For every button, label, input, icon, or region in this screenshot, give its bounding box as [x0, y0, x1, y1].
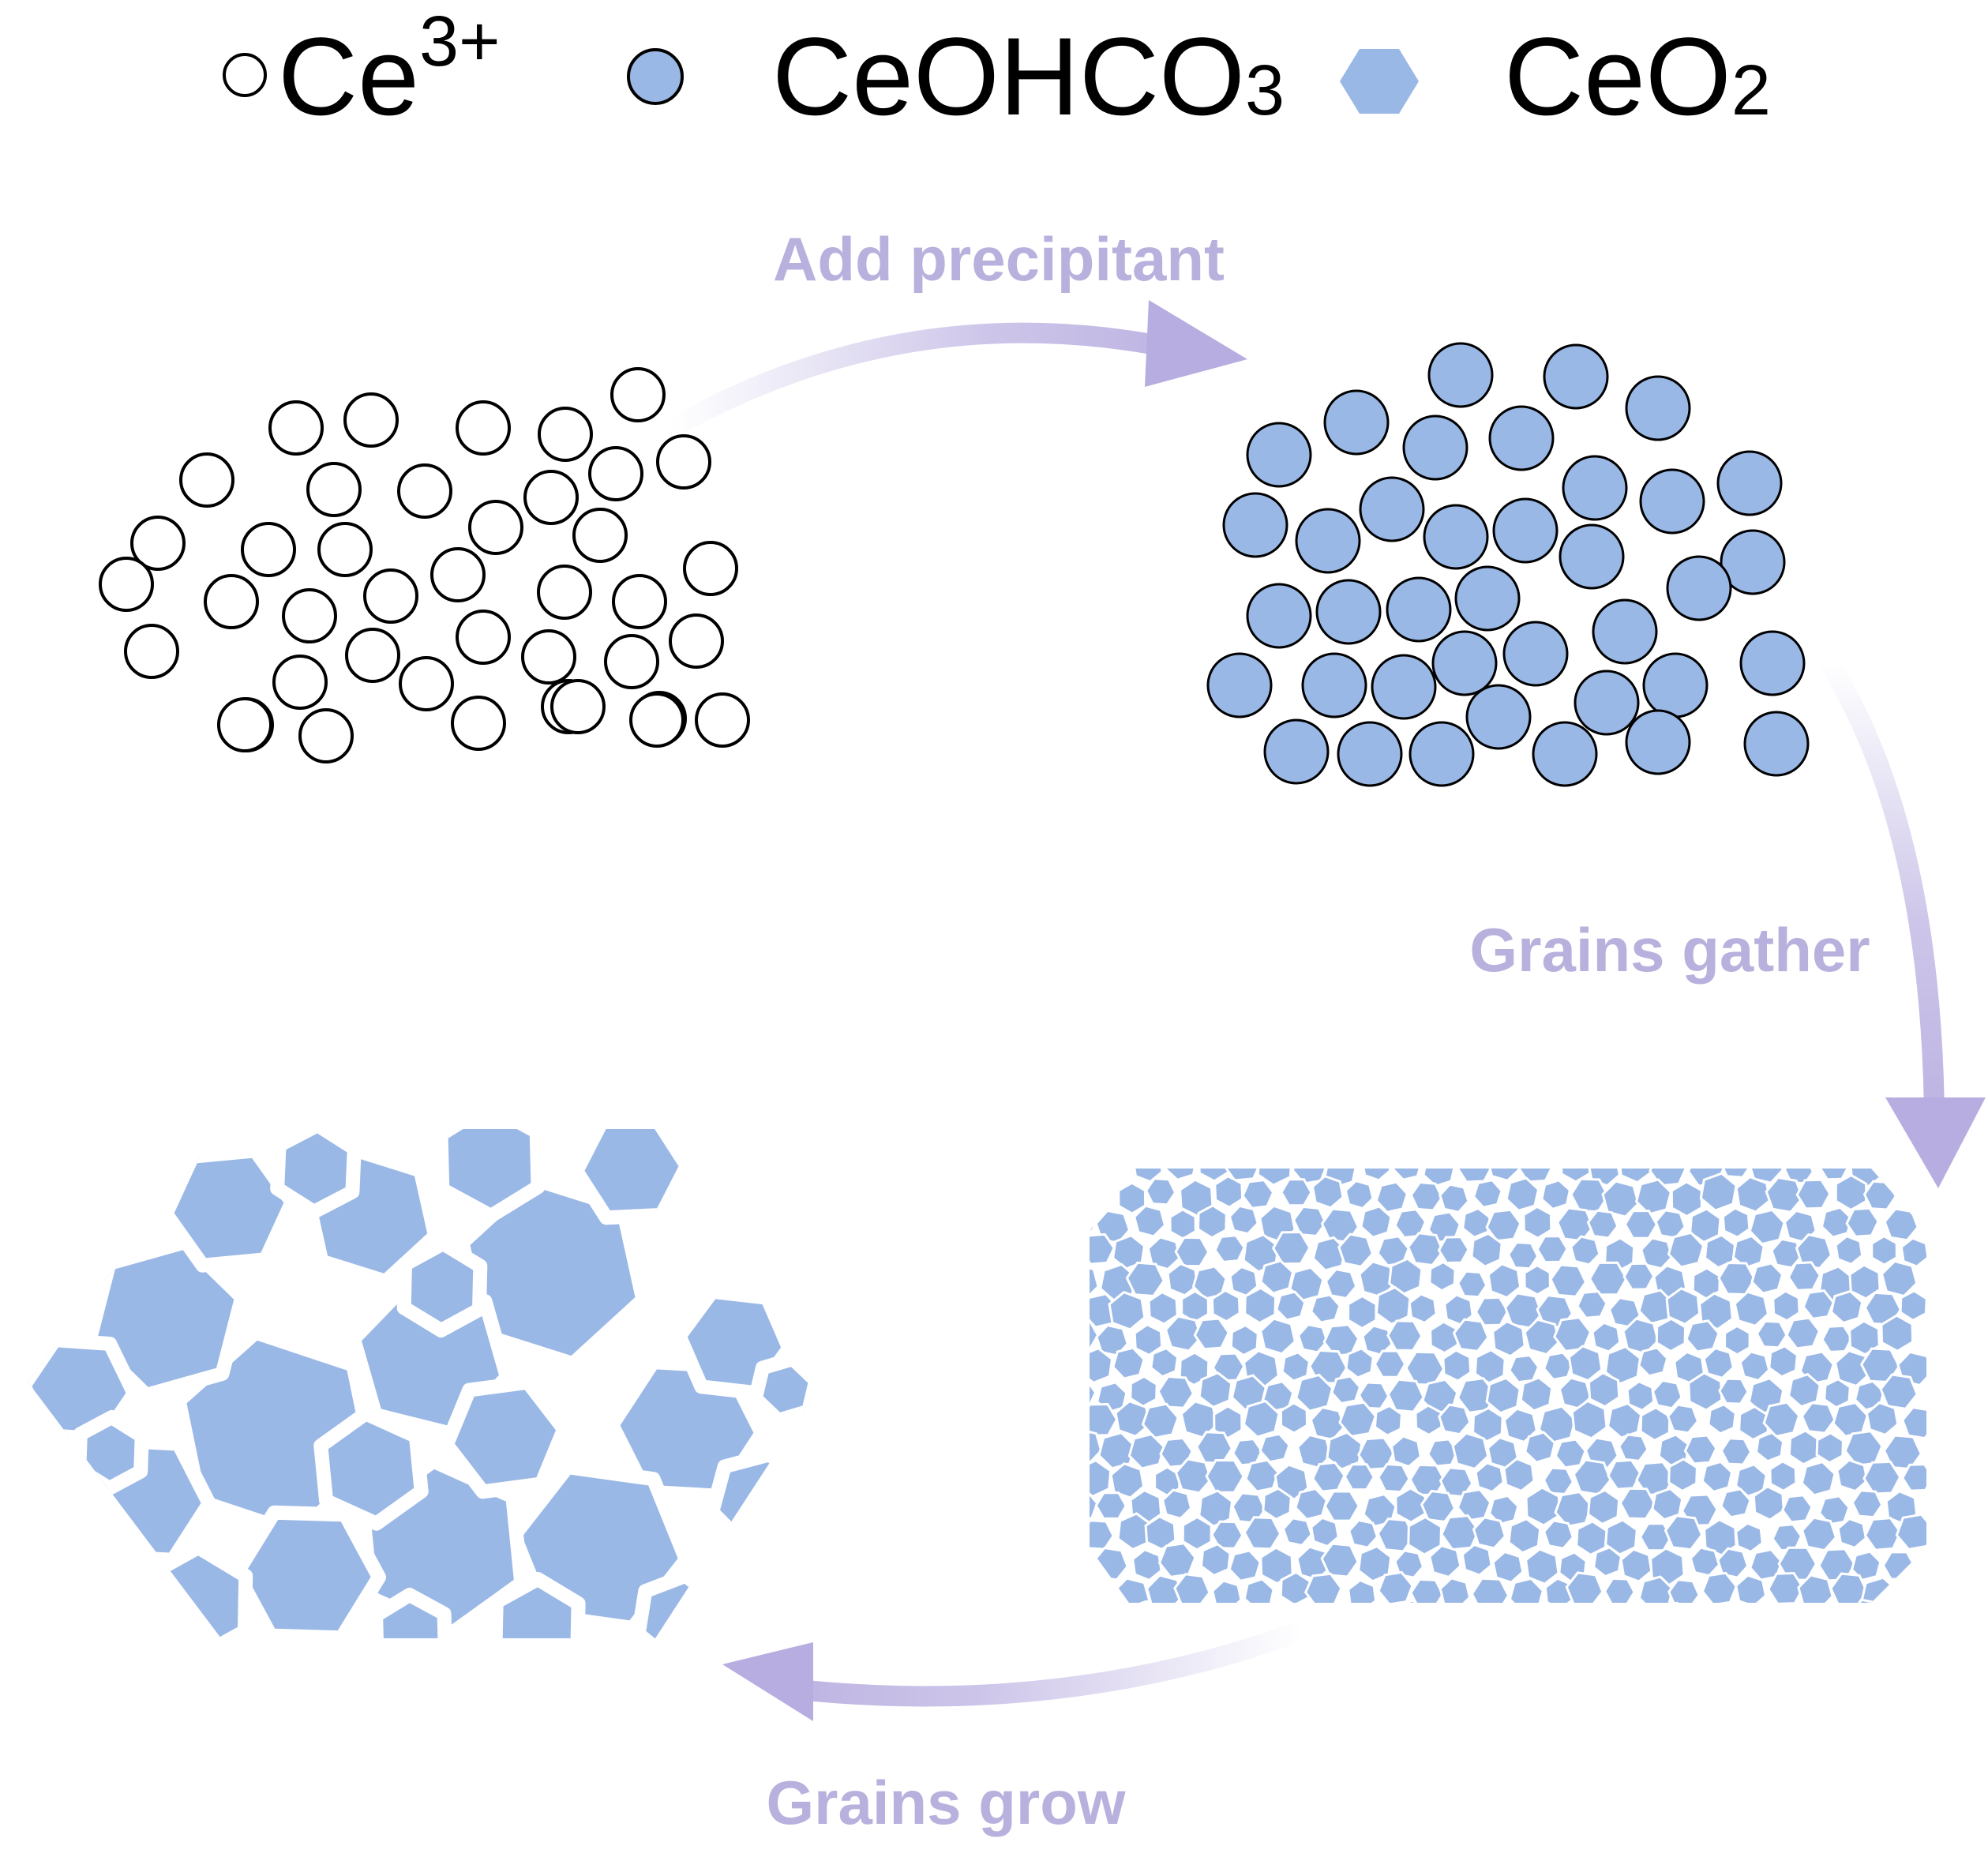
ceohco3-grain — [1532, 721, 1598, 787]
ceohco3-grain — [1592, 598, 1658, 665]
ceohco3-grain — [1246, 422, 1312, 488]
ce3-ion — [306, 462, 362, 517]
ce3-ion — [363, 568, 418, 624]
arrow-grains-grow — [722, 1620, 1313, 1721]
ce3-ion — [656, 434, 711, 490]
ceohco3-grain — [1431, 630, 1498, 696]
ceohco3-grain — [1427, 342, 1494, 408]
ce3-ion — [99, 557, 154, 612]
ce3-ion — [217, 697, 272, 752]
ce3-ion — [550, 679, 606, 734]
ce3-ion — [521, 629, 576, 685]
ce3-ion — [669, 613, 724, 669]
ce3-ion — [612, 574, 667, 629]
ceohco3-grain — [1465, 684, 1532, 750]
ceohco3-grain-cluster — [1206, 342, 1810, 787]
ce3-ion — [179, 452, 234, 508]
ceohco3-grain — [1315, 579, 1382, 645]
ce3-ion — [343, 392, 399, 448]
ce3-ion — [456, 610, 511, 665]
ceohco3-grain — [1739, 630, 1806, 696]
ce3-ion — [604, 634, 659, 689]
ce3-ion — [124, 624, 179, 679]
ceohco3-grain — [1206, 652, 1273, 718]
ce3-ion — [397, 463, 452, 519]
ce3-ion — [130, 516, 186, 571]
ce3-ion — [399, 656, 454, 711]
ce3-ion — [272, 655, 328, 710]
ceohco3-grain — [1666, 555, 1732, 621]
ceohco3-grain — [1454, 565, 1521, 632]
ceohco3-grain — [1408, 721, 1475, 787]
ceohco3-grain — [1642, 652, 1709, 718]
ceohco3-grain — [1386, 576, 1452, 643]
ceohco3-grain — [1743, 711, 1810, 777]
hexagon-icon — [1340, 49, 1419, 114]
ceohco3-grain — [1625, 709, 1691, 775]
ce3-ion-cluster — [99, 367, 750, 763]
ce3-ion — [430, 547, 486, 602]
ce3-ion — [538, 407, 593, 462]
ce3-ion — [537, 565, 592, 620]
legend-label-ce3: Ce3+ — [278, 2, 501, 138]
ce3-ion — [241, 522, 296, 577]
ceohco3-grain — [1543, 343, 1609, 410]
ce3-ion — [683, 541, 738, 596]
ceohco3-grain — [1246, 583, 1312, 649]
ce3-ion — [298, 708, 354, 763]
ce3-ion — [610, 367, 666, 422]
ce3-ion — [468, 500, 523, 555]
ceo2-gathered-grains — [1090, 1169, 1926, 1603]
ceohco3-grain — [1639, 468, 1705, 535]
ceohco3-grain — [1295, 508, 1361, 574]
legend-label-ceohco3: CeOHCO3 — [772, 14, 1285, 138]
ceohco3-grain — [1720, 529, 1786, 595]
ceohco3-grain — [1502, 621, 1569, 687]
arrow-add-precipitant — [665, 300, 1247, 437]
ce3-ion — [345, 628, 400, 683]
ceohco3-grain — [1402, 415, 1468, 481]
legend-item-ceohco3: CeOHCO3 — [627, 14, 1285, 138]
ce3-ion — [204, 574, 259, 629]
ceohco3-grain — [1716, 450, 1783, 516]
ceohco3-grain — [1423, 504, 1489, 570]
ce3-ion — [282, 588, 337, 643]
open-circle-icon — [223, 53, 267, 97]
ceohco3-grain — [1625, 375, 1691, 441]
ceohco3-grain — [1488, 405, 1555, 471]
ceohco3-grain — [1337, 721, 1403, 787]
ceohco3-grain — [1301, 652, 1367, 718]
ceohco3-grain — [1574, 670, 1640, 736]
ce3-ion — [523, 470, 579, 525]
legend: Ce3+ CeOHCO3 CeO2 — [223, 2, 1771, 138]
ce3-ion — [268, 400, 324, 456]
ceohco3-grain — [1263, 718, 1330, 785]
ce3-ion — [317, 522, 373, 577]
ceo2-grown-grains — [28, 1129, 825, 1638]
ce3-ion — [451, 696, 506, 751]
ce3-ion — [695, 692, 750, 748]
arrow-grains-gather — [1821, 657, 1986, 1188]
step-label-add-precipitant: Add precipitant — [773, 224, 1225, 294]
legend-label-ceo2: CeO2 — [1504, 14, 1771, 138]
ceohco3-grain — [1359, 476, 1425, 542]
legend-item-ce3: Ce3+ — [223, 2, 501, 138]
step-label-grains-gather: Grains gather — [1469, 915, 1870, 985]
ceohco3-grain — [1559, 523, 1625, 590]
ce3-ion — [588, 446, 643, 501]
ceohco3-grain — [1222, 492, 1288, 558]
ce3-ion — [629, 692, 685, 748]
legend-item-ceo2: CeO2 — [1340, 14, 1771, 138]
step-label-grains-grow: Grains grow — [766, 1768, 1125, 1837]
filled-circle-icon — [627, 48, 684, 105]
ceohco3-grain — [1492, 497, 1559, 564]
ce3-ion — [572, 508, 628, 563]
ceohco3-grain — [1323, 389, 1390, 456]
ce3-ion — [456, 400, 511, 456]
ceohco3-grain — [1371, 654, 1437, 720]
ceohco3-grain — [1562, 455, 1628, 521]
